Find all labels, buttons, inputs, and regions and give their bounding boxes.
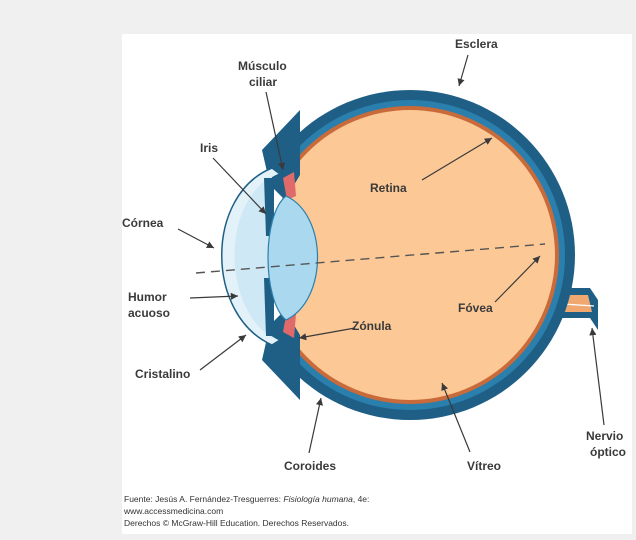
label-esclera: Esclera — [455, 37, 498, 51]
label-fovea: Fóvea — [458, 301, 493, 315]
label-vitreo: Vítreo — [467, 459, 501, 473]
caption-line-1: Fuente: Jesús A. Fernández-Tresguerres: … — [124, 494, 369, 504]
label-coroides: Coroides — [284, 459, 336, 473]
label-cornea: Córnea — [122, 216, 164, 230]
label-iris: Iris — [200, 141, 218, 155]
label-musculo-ciliar-2: ciliar — [249, 75, 277, 89]
caption-line-1-prefix: Fuente: Jesús A. Fernández-Tresguerres: — [124, 494, 283, 504]
caption-line-1-suffix: , 4e: — [353, 494, 370, 504]
label-humor-acuoso-1: Humor — [128, 290, 167, 304]
label-zonula: Zónula — [352, 319, 392, 333]
esclera-arrow — [459, 55, 468, 86]
label-musculo-ciliar-1: Músculo — [238, 59, 287, 73]
label-retina: Retina — [370, 181, 407, 195]
caption-line-2: www.accessmedicina.com — [123, 506, 223, 516]
nervio-optico-arrow — [592, 328, 604, 425]
label-humor-acuoso-2: acuoso — [128, 306, 170, 320]
caption-line-3: Derechos © McGraw-Hill Education. Derech… — [124, 518, 349, 528]
label-nervio-optico-2: óptico — [590, 445, 626, 459]
coroides-arrow — [309, 398, 321, 453]
label-cristalino: Cristalino — [135, 367, 190, 381]
label-nervio-optico-1: Nervio — [586, 429, 623, 443]
caption-line-1-title: Fisiología humana — [283, 494, 353, 504]
